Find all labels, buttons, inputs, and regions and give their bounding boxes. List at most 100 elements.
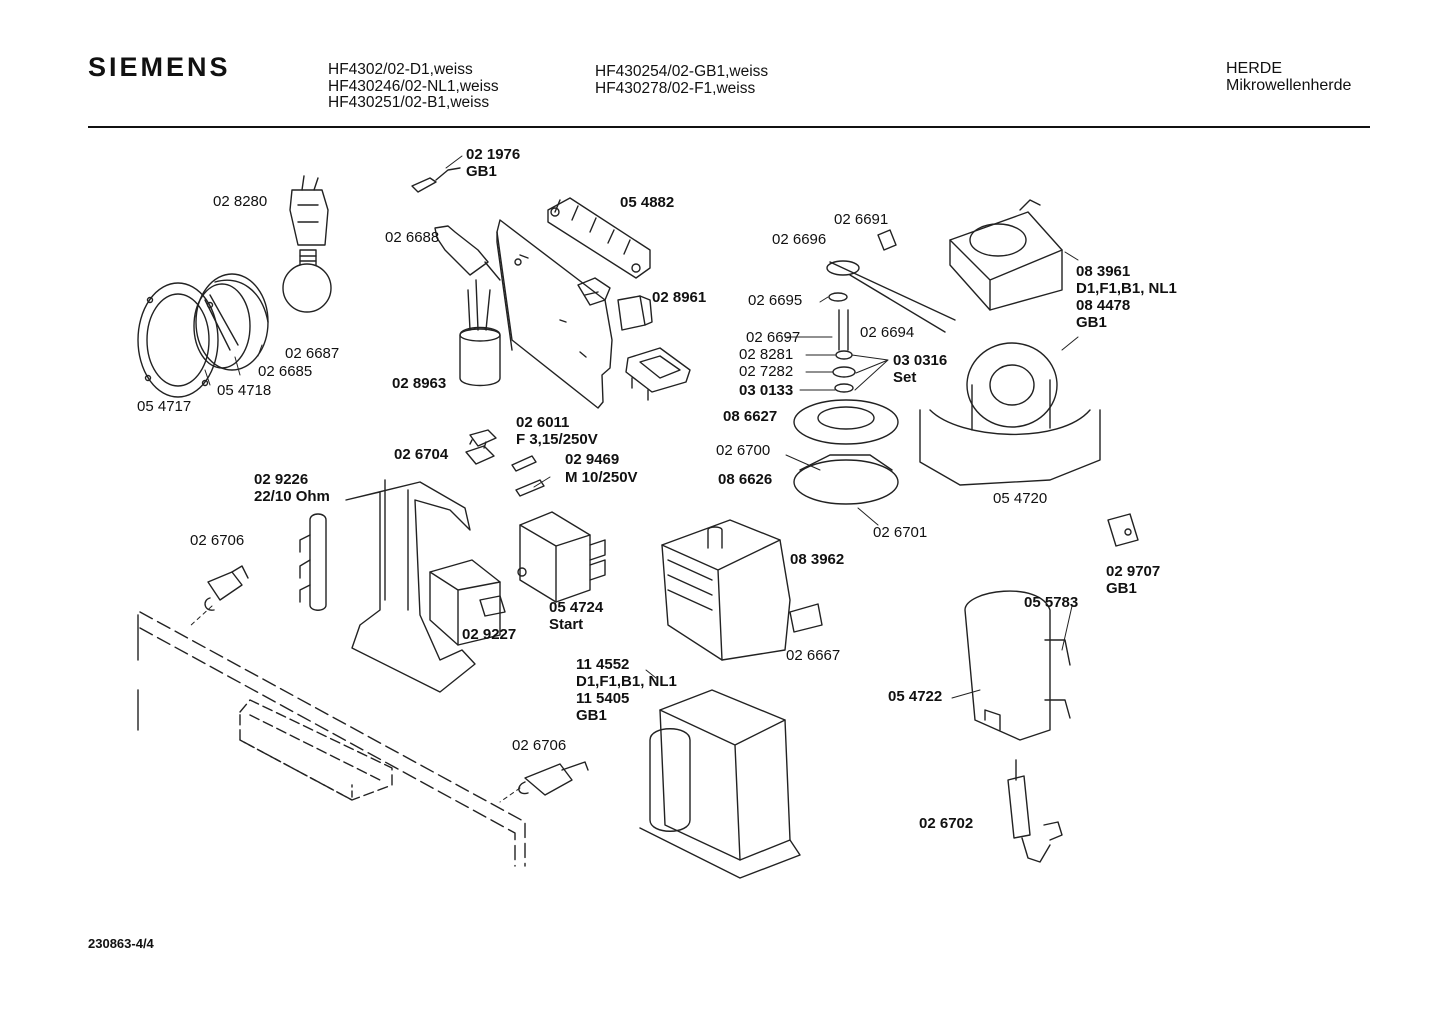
part-number: 03 0316 xyxy=(893,352,948,369)
magnetron-drawing xyxy=(661,519,823,661)
part-number: 02 9226 xyxy=(254,471,309,488)
part-label-026691: 02 6691 xyxy=(834,211,888,228)
part-label-083962: 08 3962 xyxy=(790,551,844,568)
lamp-assembly-drawing xyxy=(137,175,332,398)
part-label-026701: 02 6701 xyxy=(873,524,927,541)
model-line: HF430251/02-B1,weiss xyxy=(328,94,490,111)
part-number: 02 6700 xyxy=(716,442,771,459)
transformer-drawing xyxy=(639,689,801,879)
part-label-054720: 05 4720 xyxy=(993,490,1047,507)
part-label-026694: 02 6694 xyxy=(860,324,914,341)
part-label-026695: 02 6695 xyxy=(748,292,802,309)
part-variant: D1,F1,B1, NL1 xyxy=(1076,280,1177,297)
part-number: 05 4882 xyxy=(620,194,675,211)
part-number: 05 4722 xyxy=(888,688,943,705)
part-number: 05 4720 xyxy=(993,490,1048,507)
part-label-026706-top: 02 6706 xyxy=(190,532,244,549)
part-number: 02 9469 xyxy=(565,451,620,468)
part-number: 02 6685 xyxy=(258,363,313,380)
part-number: 02 6704 xyxy=(394,446,449,463)
part-number: 08 4478 xyxy=(1076,297,1131,314)
micro-switch-drawing xyxy=(1107,513,1139,547)
part-number: 02 6697 xyxy=(746,329,801,346)
center-bracket-drawing xyxy=(345,479,476,693)
part-label-026685: 02 6685 xyxy=(258,363,312,380)
model-line: HF430254/02-GB1,weiss xyxy=(595,63,769,80)
part-variant: GB1 xyxy=(576,707,607,724)
part-number: 02 8281 xyxy=(739,346,794,363)
part-variant: GB1 xyxy=(1106,580,1137,597)
part-label-055783: 05 5783 xyxy=(1024,594,1078,611)
category-line: HERDE xyxy=(1226,60,1283,77)
blower-fan-drawing xyxy=(919,342,1101,486)
part-number: 02 8963 xyxy=(392,375,447,392)
part-number: 05 5783 xyxy=(1024,594,1079,611)
part-label-026688: 02 6688 xyxy=(385,229,439,246)
part-label-026700: 02 6700 xyxy=(716,442,770,459)
part-number: 02 9227 xyxy=(462,626,517,643)
part-number: 02 6706 xyxy=(512,737,567,754)
part-label-026696: 02 6696 xyxy=(772,231,826,248)
resistor-drawing xyxy=(299,513,327,611)
part-label-027282: 02 7282 xyxy=(739,363,793,380)
capacitor-drawing xyxy=(411,167,501,387)
header-divider xyxy=(88,126,1370,128)
assembly-guides xyxy=(189,605,521,803)
part-label-086627: 08 6627 xyxy=(723,408,777,425)
part-label-026706-bottom: 02 6706 xyxy=(512,737,566,754)
fuse-holders-drawing xyxy=(465,429,545,497)
start-relay-drawing xyxy=(517,511,606,603)
part-variant: D1,F1,B1, NL1 xyxy=(576,673,677,690)
part-number: 05 4724 xyxy=(549,599,604,616)
part-number: 02 7282 xyxy=(739,363,794,380)
part-label-030133: 03 0133 xyxy=(739,382,793,399)
part-number: 02 6667 xyxy=(786,647,841,664)
part-number: 02 6701 xyxy=(873,524,928,541)
part-label-m10: M 10/250V xyxy=(565,469,638,486)
drive-belt-drawing xyxy=(826,229,956,333)
part-variant: 22/10 Ohm xyxy=(254,488,330,505)
part-number: 02 1976 xyxy=(466,146,521,163)
part-number: 02 6691 xyxy=(834,211,889,228)
part-number: 08 3962 xyxy=(790,551,845,568)
part-number: 02 6702 xyxy=(919,815,974,832)
cabinet-frame-drawing xyxy=(137,611,526,867)
switch-drawing xyxy=(617,295,653,331)
part-label-028281: 02 8281 xyxy=(739,346,793,363)
part-label-028961: 02 8961 xyxy=(652,289,706,306)
part-label-054722: 05 4722 xyxy=(888,688,942,705)
part-label-028963: 02 8963 xyxy=(392,375,446,392)
part-number: 02 6706 xyxy=(190,532,245,549)
model-line: HF430246/02-NL1,weiss xyxy=(328,77,499,95)
leader-lines xyxy=(204,155,1079,699)
part-number: 05 4718 xyxy=(217,382,272,399)
category-subline: Mikrowellenherde xyxy=(1226,77,1352,94)
part-number: 08 6627 xyxy=(723,408,778,425)
part-number: 11 5405 xyxy=(576,690,630,707)
part-variant: Set xyxy=(893,369,917,386)
relay-drawing xyxy=(429,559,506,646)
part-number: 02 8280 xyxy=(213,193,268,210)
part-label-026667: 02 6667 xyxy=(786,647,840,664)
part-number: 08 3961 xyxy=(1076,263,1131,280)
part-number: 02 6695 xyxy=(748,292,803,309)
part-number: 11 4552 xyxy=(576,656,630,673)
part-label-054717: 05 4717 xyxy=(137,398,191,415)
part-label-026697: 02 6697 xyxy=(746,329,800,346)
part-label-028280: 02 8280 xyxy=(213,193,267,210)
timer-motor-drawing xyxy=(949,199,1063,311)
part-number: 02 8961 xyxy=(652,289,707,306)
part-number: 08 6626 xyxy=(718,471,773,488)
thermal-switch-drawing xyxy=(625,347,691,401)
part-variant: GB1 xyxy=(466,163,497,180)
turntable-drive-drawing xyxy=(793,309,899,505)
part-number: 02 6688 xyxy=(385,229,440,246)
